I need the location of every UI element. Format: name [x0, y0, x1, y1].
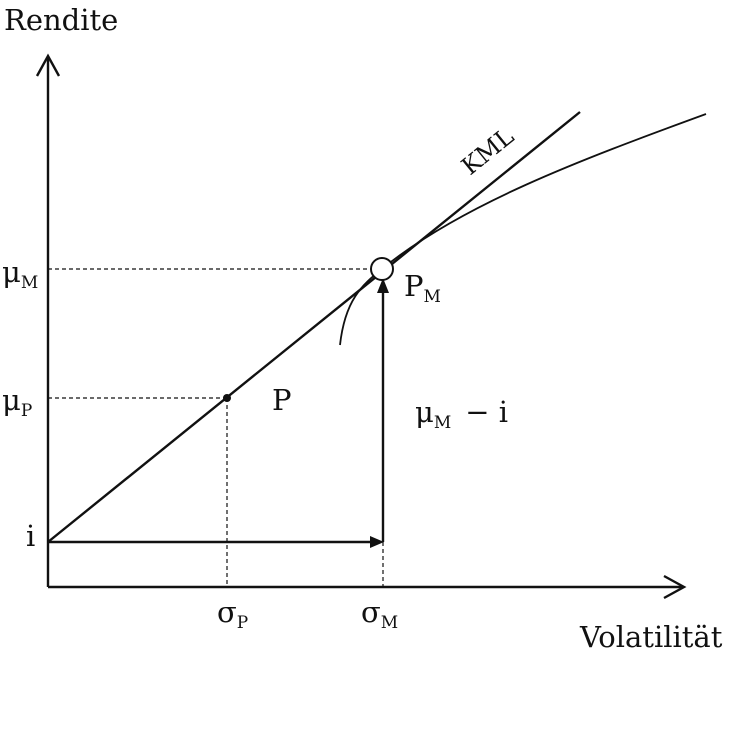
efficient-frontier-curve — [339, 113, 707, 346]
y-tick-i: i — [26, 519, 35, 553]
vertical-arrowhead — [377, 278, 389, 293]
x-axis-arrowhead — [663, 574, 687, 600]
x-axis-title: Volatilität — [579, 620, 723, 654]
y-tick-mu-p: μP — [2, 383, 32, 421]
kml-label: KML — [456, 122, 519, 181]
point-pm-label: PM — [404, 269, 441, 307]
x-tick-sigma-p: σP — [217, 595, 248, 633]
y-axis-title: Rendite — [4, 3, 118, 37]
x-tick-sigma-m: σM — [361, 595, 398, 633]
point-p-label: P — [272, 383, 292, 417]
y-axis-arrowhead — [35, 53, 61, 77]
capital-market-line — [47, 111, 581, 543]
excess-return-label: μM− i — [415, 395, 508, 433]
market-portfolio-marker — [370, 257, 394, 281]
y-tick-mu-m: μM — [2, 255, 38, 293]
horizontal-arrowhead — [370, 536, 384, 548]
portfolio-p-dot — [223, 394, 231, 402]
